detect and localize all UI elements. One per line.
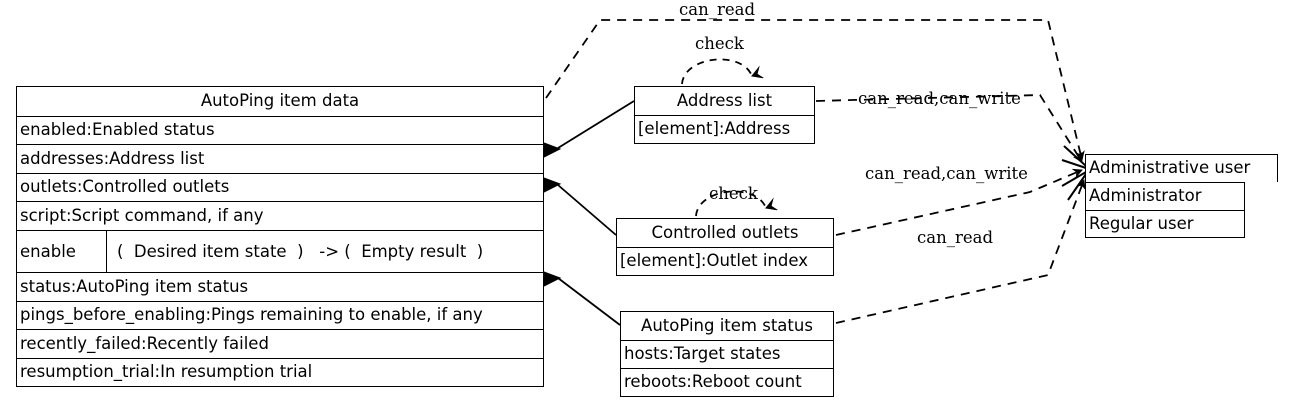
field-address-element: [element]:Address xyxy=(635,115,814,143)
class-title-autoping-item-status: AutoPing item status xyxy=(621,312,833,340)
edge-label-controlled-outlets-permissions: can_read,can_write xyxy=(865,164,1028,183)
edge-label-address-list-permissions: can_read,can_write xyxy=(858,89,1021,108)
edge-main-to-controlled-outlets xyxy=(557,184,617,236)
edge-label-status-can-read: can_read xyxy=(917,228,994,247)
edge-check-controlled-outlets xyxy=(695,190,766,217)
edge-label-top-can-read: can_read xyxy=(679,0,756,19)
edge-address-list-perms-to-admin xyxy=(815,94,1083,163)
class-box-autoping-item-status[interactable]: AutoPing item status hosts:Target states… xyxy=(620,311,834,397)
field-reboots: reboots:Reboot count xyxy=(621,368,833,396)
class-title-controlled-outlets: Controlled outlets xyxy=(617,219,833,247)
arrowhead-cluster xyxy=(1061,145,1087,201)
edge-label-check-controlled-outlets: check xyxy=(709,184,758,203)
edge-label-check-address-list: check xyxy=(695,34,744,53)
class-box-administrative-user[interactable]: Administrative user Administrator Regula… xyxy=(1085,154,1278,238)
class-title-address-list: Address list xyxy=(635,87,814,115)
method-name-enable: enable xyxy=(20,241,76,261)
field-outlets: outlets:Controlled outlets xyxy=(17,172,543,202)
field-resumption-trial: resumption_trial:In resumption trial xyxy=(17,357,543,387)
class-title-administrative-user: Administrative user xyxy=(1085,154,1278,182)
class-box-address-list[interactable]: Address list [element]:Address xyxy=(634,86,815,144)
class-title-autoping-item-data: AutoPing item data xyxy=(17,87,543,116)
field-enabled: enabled:Enabled status xyxy=(17,115,543,145)
edge-can-read-main-to-admin xyxy=(545,19,1085,161)
class-box-controlled-outlets[interactable]: Controlled outlets [element]:Outlet inde… xyxy=(616,218,834,276)
class-box-autoping-item-data[interactable]: AutoPing item data enabled:Enabled statu… xyxy=(16,86,544,388)
edge-autoping-status-can-read-to-admin xyxy=(835,179,1086,324)
method-row-enable: enable ( Desired item state ) -> ( Empty… xyxy=(17,229,543,272)
field-script: script:Script command, if any xyxy=(17,201,543,230)
enum-value-administrator: Administrator xyxy=(1085,182,1245,210)
edge-check-address-list xyxy=(681,58,752,85)
method-signature-enable: ( Desired item state ) -> ( Empty result… xyxy=(106,230,543,272)
enum-value-regular-user: Regular user xyxy=(1085,210,1245,238)
edge-main-to-address-list xyxy=(557,100,635,149)
field-status: status:AutoPing item status xyxy=(17,271,543,301)
field-outlet-index-element: [element]:Outlet index xyxy=(617,247,833,275)
field-pings-before-enabling: pings_before_enabling:Pings remaining to… xyxy=(17,300,543,330)
field-recently-failed: recently_failed:Recently failed xyxy=(17,329,543,358)
edge-controlled-outlets-perms-to-admin xyxy=(835,168,1083,236)
edge-main-to-autoping-status xyxy=(557,277,621,326)
field-addresses: addresses:Address list xyxy=(17,144,543,173)
field-hosts: hosts:Target states xyxy=(621,340,833,368)
